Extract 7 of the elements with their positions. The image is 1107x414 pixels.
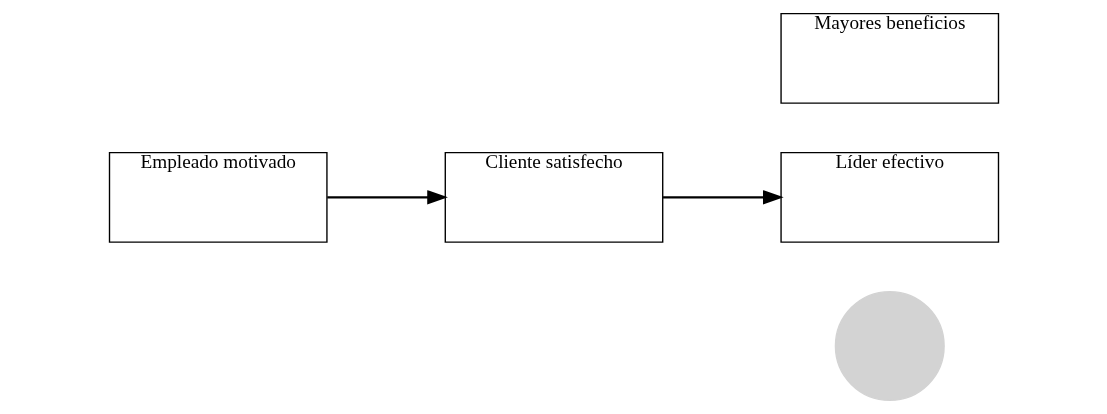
node-circle	[834, 290, 945, 402]
arrow	[662, 190, 784, 205]
arrow	[326, 190, 448, 205]
node-box: Mayores beneficios	[779, 12, 999, 104]
node-box: Empleado motivado	[108, 151, 328, 243]
node-box: Líder efectivo	[779, 151, 999, 243]
node-box: Cliente satisfecho	[444, 151, 663, 243]
